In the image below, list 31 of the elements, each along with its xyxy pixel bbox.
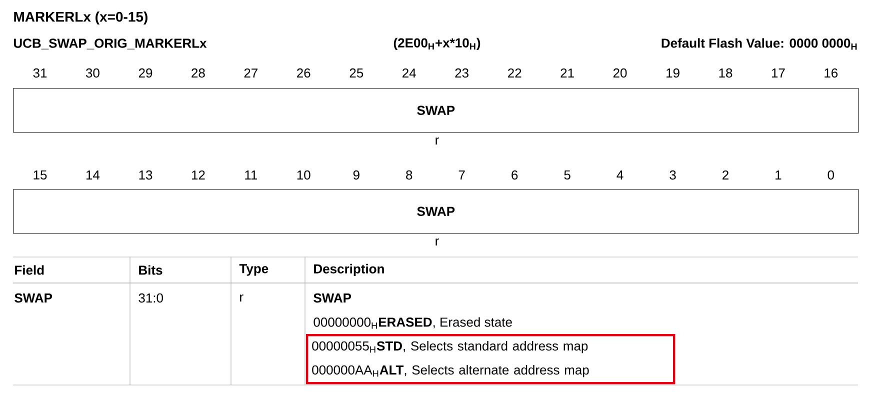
register-field-bar: SWAP <box>13 189 859 234</box>
table-cell: SWAP <box>14 293 52 303</box>
bit-number: 14 <box>86 170 100 180</box>
bit-number: 13 <box>139 170 152 180</box>
table-cell: r <box>240 294 244 302</box>
table-cell: 31:0 <box>138 293 163 303</box>
bit-number: 8 <box>406 170 412 180</box>
bit-number: 1 <box>776 170 782 180</box>
bit-number: 6 <box>512 170 518 180</box>
bit-number: 7 <box>458 170 465 180</box>
column-header: Bits <box>139 265 162 275</box>
bit-number: 0 <box>828 170 834 180</box>
register-title: MARKERLx (x=0-15) <box>14 11 148 25</box>
highlight-box: 00000055$_{H}$STD, Selects standard address map 000000AA$_{H}$ALT, Selects alternate address map <box>306 334 676 384</box>
column-header: Type <box>239 264 268 276</box>
bit-number: 15 <box>34 170 47 180</box>
bit-number: 9 <box>353 170 360 180</box>
bit-number: 11 <box>245 170 258 180</box>
table-cell: SWAP <box>314 293 352 303</box>
register-field-bar: SWAP <box>13 88 859 133</box>
column-header: Field <box>15 265 44 275</box>
address-offset: (2E00$_{H}$+x*10$_{H}$) <box>394 38 480 50</box>
bit-number: 12 <box>192 170 205 180</box>
bit-number: 3 <box>670 170 676 180</box>
register-name: UCB_SWAP_ORIG_MARKERLx <box>14 38 207 50</box>
column-header: Description <box>314 264 384 276</box>
bit-number: 5 <box>564 170 570 180</box>
bit-number: 2 <box>722 170 728 180</box>
default-value: Default Flash Value: 0000 0000$_{H}$ <box>662 38 857 50</box>
bit-number: 10 <box>297 170 310 180</box>
bit-number: 4 <box>616 170 624 180</box>
